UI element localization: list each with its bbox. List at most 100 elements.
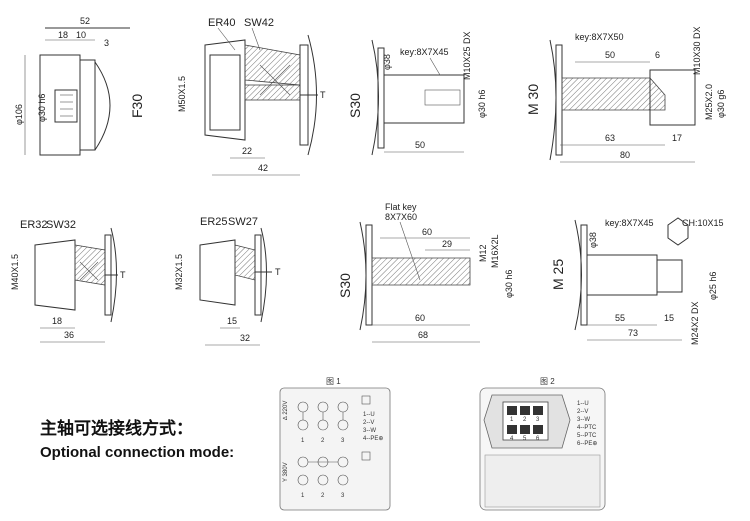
dim-label: 15 [227,316,237,326]
drawing-s30-top: S30 key:8X7X45 M10X25 DX φ38 φ30 h6 50 [347,31,487,156]
connector-pins: 1 2 3 4 5 6 [507,406,543,442]
pin-number: 4 [510,436,514,442]
wrench-label: SW27 [228,216,258,228]
terminal-number: 3 [341,438,345,444]
dim-label: M12 [478,244,488,262]
figure-2: 图 2 1 2 3 4 5 6 1--U 2--V 3--W 4--PTC 5-… [479,377,606,511]
pin-number: 3 [536,417,540,423]
dim-label: M16X2L [490,234,500,268]
dim-label: 18 [58,30,68,40]
wrench-label: SW32 [46,219,76,231]
dim-label: 73 [628,328,638,338]
pin-number: 2 [523,417,527,423]
dim-label: 60 [415,313,425,323]
dim-label: φ38 [588,232,598,248]
dim-label: 18 [52,316,62,326]
dim-label: 3 [104,38,109,48]
pin-number: 6 [536,436,540,442]
dim-label: 36 [64,330,74,340]
terminal-block-star: 1 2 3 [297,451,371,499]
legend-item: 1--U [363,412,375,418]
dim-label: M50X1.5 [177,76,187,112]
key-label: 8X7X60 [385,212,417,222]
figure-title: 图 2 [540,377,555,386]
dim-label: 32 [240,333,250,343]
voltage-label: Y 380V [283,462,289,482]
collet-label: ER32 [20,219,48,231]
terminal-block-delta: 1 2 3 [297,395,371,444]
model-name: S30 [347,93,363,118]
legend-item: 2--V [577,409,588,415]
hex-label: CH:10X15 [682,218,724,228]
dim-label: 63 [605,133,615,143]
dim-label: 29 [442,239,452,249]
dim-label: M40X1.5 [10,254,20,290]
dim-label: T [320,90,326,100]
dim-label: 50 [415,140,425,150]
legend-item: 3--W [577,417,590,423]
collet-label: ER40 [208,17,236,29]
model-name: F30 [129,94,145,118]
dim-label: M25X2.0 [704,84,714,120]
dim-label: 22 [242,146,252,156]
dim-label: 42 [258,163,268,173]
figure-title: 图 1 [326,377,341,386]
dim-label: φ38 [382,54,392,70]
dim-label: M24X2 DX [690,301,700,345]
pin-number: 1 [510,417,514,423]
legend-item: 4--PTC [577,425,597,431]
legend-item: 6--PE⊕ [577,441,597,447]
voltage-label: ∆ 220V [282,401,289,420]
legend-item: 4--PE⊕ [363,436,383,442]
model-name: M 30 [525,84,541,115]
caption-chinese: 主轴可选接线方式： [40,419,193,439]
drawing-f30: 52 18 10 3 φ106 φ30 h6 F30 [14,16,145,156]
dim-label: T [275,267,281,277]
key-label: key:8X7X45 [605,218,654,228]
dim-label: φ30 h6 [504,270,514,298]
legend-item: 2--V [363,420,374,426]
drawing-s30-bottom: S30 Flat key 8X7X60 60 29 M12 M16X2L φ30… [337,202,514,343]
dim-label: φ106 [14,104,24,125]
collet-label: ER25 [200,216,228,228]
pin-number: 5 [523,436,527,442]
dim-label: 80 [620,150,630,160]
dim-label: M10X30 DX [692,26,702,75]
dim-label: φ30 g6 [716,90,726,118]
drawing-m40: ER32 SW32 T M40X1.5 18 36 [10,219,126,343]
dim-label: 60 [422,227,432,237]
figure-1: 图 1 ∆ 220V Y 380V 1 2 3 1 2 3 1--U 2--V … [279,377,391,511]
dim-label: 55 [615,313,625,323]
dim-label: 50 [605,50,615,60]
dim-label: φ30 h6 [37,94,47,122]
drawing-m50: ER40 SW42 T M50X1.5 22 42 [177,17,326,176]
terminal-number: 1 [301,493,305,499]
dim-label: 17 [672,133,682,143]
model-name: S30 [337,273,353,298]
dim-label: T [120,270,126,280]
dim-label: M32X1.5 [174,254,184,290]
caption-english: Optional connection mode: [40,444,235,461]
legend-item: 3--W [363,428,376,434]
terminal-number: 2 [321,438,325,444]
drawing-m30: M 30 key:8X7X50 50 6 M10X30 DX M25X2.0 φ… [525,26,726,163]
dim-label: φ30 h6 [477,90,487,118]
dim-label: 15 [664,313,674,323]
wrench-label: SW42 [244,17,274,29]
model-name: M 25 [550,259,566,290]
drawing-m25: M 25 key:8X7X45 CH:10X15 φ38 φ25 h6 55 1… [550,217,724,345]
legend-item: 1--U [577,401,589,407]
dim-label: φ25 h6 [708,272,718,300]
dim-label: 10 [76,30,86,40]
terminal-number: 2 [321,493,325,499]
dim-label: 68 [418,330,428,340]
dim-label: 6 [655,50,660,60]
terminal-number: 3 [341,493,345,499]
legend-item: 5--PTC [577,433,597,439]
key-label: key:8X7X45 [400,47,449,57]
key-label: key:8X7X50 [575,32,624,42]
dim-label: 52 [80,16,90,26]
dim-label: M10X25 DX [462,31,472,80]
terminal-number: 1 [301,438,305,444]
